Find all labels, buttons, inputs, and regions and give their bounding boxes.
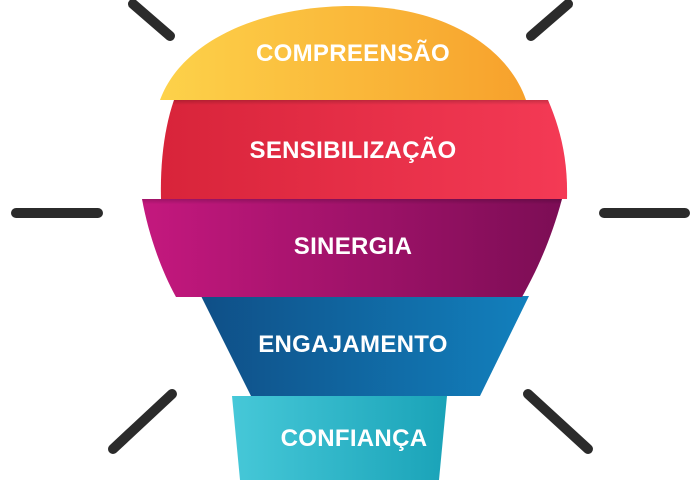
band-label-confianca: CONFIANÇA [281,425,428,452]
band-compreensao: COMPREENSÃO [160,6,526,100]
band-confianca: CONFIANÇA [232,396,447,480]
ray-bottom-right [523,389,593,454]
band-sensibilizacao: SENSIBILIZAÇÃO [160,100,568,199]
ray-top-left [128,0,175,41]
band-label-sinergia: SINERGIA [294,233,412,260]
band-label-engajamento: ENGAJAMENTO [258,331,448,358]
band-engajamento: ENGAJAMENTO [201,296,529,396]
light-rays [11,0,690,454]
ray-top-right [526,0,573,41]
ray-bottom-left [108,389,177,454]
band-sinergia: SINERGIA [142,199,562,297]
band-label-compreensao: COMPREENSÃO [256,39,450,67]
band-label-sensibilizacao: SENSIBILIZAÇÃO [250,136,457,164]
